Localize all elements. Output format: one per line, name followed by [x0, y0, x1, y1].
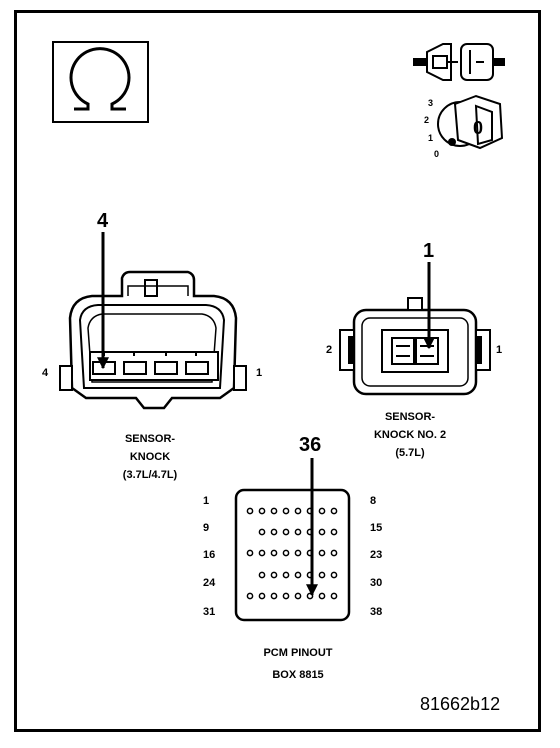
pcm-pin-dot [294, 549, 302, 557]
pcm-pin-dot [330, 507, 338, 515]
pcm-pin-dot [318, 528, 326, 536]
pcm-pin-dot [258, 549, 266, 557]
knock-sensor-label: SENSOR- KNOCK (3.7L/4.7L) [100, 430, 200, 484]
pcm-pin-dot [258, 528, 266, 536]
pcm-pin-dot [294, 571, 302, 579]
pcm-pin-dot [282, 549, 290, 557]
figure-id: 81662b12 [420, 694, 501, 714]
pcm-pin-dot [282, 507, 290, 515]
pcm-pin-dot [294, 507, 302, 515]
pcm-pin-dot [318, 571, 326, 579]
knock-sensor-connector [59, 232, 247, 410]
pcm-row-end-pin: 8 [370, 495, 377, 507]
pcm-pin-dot [330, 592, 338, 600]
knock-sensor-2-callout: 1 [423, 240, 435, 262]
pcm-label-line: BOX 8815 [272, 669, 324, 681]
pcm-pin-dot [294, 528, 302, 536]
pcm-pin-dot [258, 507, 266, 515]
pcm-row-start-pin: 31 [203, 606, 216, 618]
diagram-frame [14, 10, 541, 732]
knock-sensor-2-connector [339, 262, 491, 396]
pcm-pin-dot [330, 528, 338, 536]
knock-sensor-callout: 4 [97, 210, 109, 232]
ignition-switch-icon [437, 94, 504, 150]
pcm-row-end-pin: 23 [370, 549, 383, 561]
pcm-pin-dot [246, 507, 254, 515]
pcm-pinout-box [234, 458, 351, 622]
knock-sensor-pin-right: 1 [256, 367, 263, 379]
pcm-pin-dot [282, 528, 290, 536]
pcm-pin-dots [246, 507, 338, 600]
knock-sensor-2-label-line: KNOCK NO. 2 [373, 429, 447, 441]
ignition-position-2: 2 [424, 115, 430, 125]
pcm-pin-dot [282, 592, 290, 600]
pcm-pin-dot [270, 571, 278, 579]
knock-sensor-2-label: SENSOR- KNOCK NO. 2 (5.7L) [360, 408, 460, 462]
ignition-position-3: 3 [428, 98, 434, 108]
pcm-label-line: PCM PINOUT [263, 647, 333, 659]
pcm-pin-dot [246, 549, 254, 557]
pcm-row-start-pin: 9 [203, 522, 210, 534]
knock-sensor-2-label-line: SENSOR- [384, 411, 436, 423]
knock-sensor-label-line: KNOCK [129, 451, 171, 463]
pcm-pin-dot [270, 549, 278, 557]
knock-sensor-label-line: SENSOR- [124, 433, 176, 445]
pcm-callout: 36 [299, 434, 322, 456]
pcm-pin-dot [282, 571, 290, 579]
knock-sensor-pin-left: 4 [42, 367, 49, 379]
pcm-pin-dot [318, 507, 326, 515]
pcm-pin-dot [330, 571, 338, 579]
pcm-pin-dot [270, 592, 278, 600]
ignition-position-1: 1 [428, 133, 434, 143]
pcm-pin-dot [258, 571, 266, 579]
knock-sensor-2-pin-left: 2 [326, 344, 333, 356]
pcm-pin-dot [318, 549, 326, 557]
pcm-row-start-pin: 24 [203, 577, 216, 589]
pcm-pin-dot [258, 592, 266, 600]
knock-sensor-2-pin-right: 1 [496, 344, 503, 356]
pcm-row-end-pin: 38 [370, 606, 383, 618]
ohm-icon [52, 41, 149, 123]
ignition-position-0: 0 [434, 149, 440, 159]
pcm-pin-dot [270, 507, 278, 515]
pcm-pin-dot [294, 592, 302, 600]
pcm-pin-dot [246, 592, 254, 600]
pcm-row-start-pin: 16 [203, 549, 216, 561]
connector-probe-icon [413, 43, 505, 81]
pcm-row-start-pin: 1 [203, 495, 210, 507]
pcm-row-end-pin: 30 [370, 577, 383, 589]
pcm-pin-dot [318, 592, 326, 600]
knock-sensor-2-label-line: (5.7L) [395, 447, 425, 459]
pcm-pin-dot [330, 549, 338, 557]
pcm-label: PCM PINOUT BOX 8815 [248, 644, 348, 684]
pcm-row-end-pin: 15 [370, 522, 383, 534]
ignition-key-label: 0 [473, 118, 484, 138]
pcm-pin-dot [270, 528, 278, 536]
knock-sensor-label-line: (3.7L/4.7L) [122, 469, 178, 481]
